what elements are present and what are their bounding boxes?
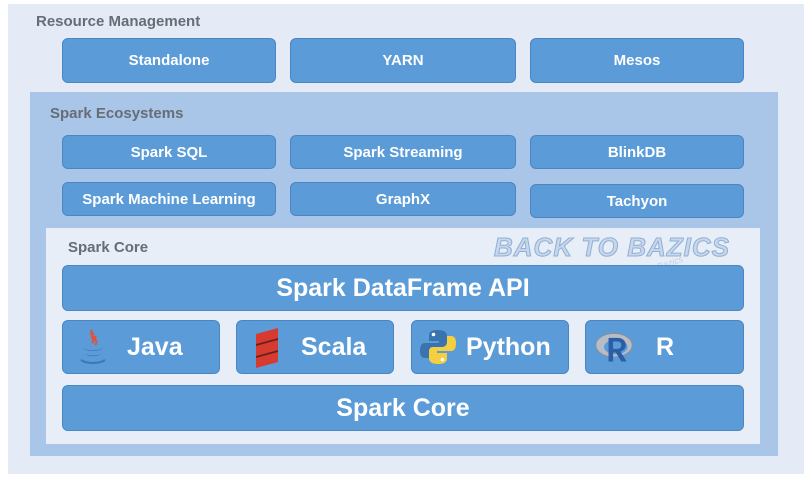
python-label: Python <box>466 332 551 361</box>
spark-ecosystems-title: Spark Ecosystems <box>50 105 184 122</box>
spark-sql-box: Spark SQL <box>62 135 276 169</box>
yarn-box: YARN <box>290 38 516 83</box>
java-icon <box>73 327 113 367</box>
blinkdb-box: BlinkDB <box>530 135 744 169</box>
java-label: Java <box>127 332 183 361</box>
graphx-box: GraphX <box>290 182 516 216</box>
scala-label: Scala <box>301 332 367 361</box>
python-box: Python <box>411 320 569 374</box>
r-box: R <box>585 320 744 374</box>
scala-box: Scala <box>236 320 394 374</box>
mesos-box: Mesos <box>530 38 744 83</box>
spark-core-title: Spark Core <box>68 239 149 256</box>
java-box: Java <box>62 320 220 374</box>
r-label: R <box>656 332 675 361</box>
r-icon <box>594 327 634 367</box>
tachyon-box: Tachyon <box>530 184 744 218</box>
scala-icon <box>247 327 287 368</box>
spark-streaming-box: Spark Streaming <box>290 135 516 169</box>
spark-core-box: Spark Core <box>62 385 744 431</box>
resource-management-title: Resource Management <box>36 13 201 30</box>
standalone-box: Standalone <box>62 38 276 83</box>
spark-dataframe-api-box: Spark DataFrame API <box>62 265 744 311</box>
python-icon <box>418 327 458 367</box>
watermark-logo: BACK TO BAZICS <box>494 232 730 263</box>
spark-machine-learning-box: Spark Machine Learning <box>62 182 276 216</box>
